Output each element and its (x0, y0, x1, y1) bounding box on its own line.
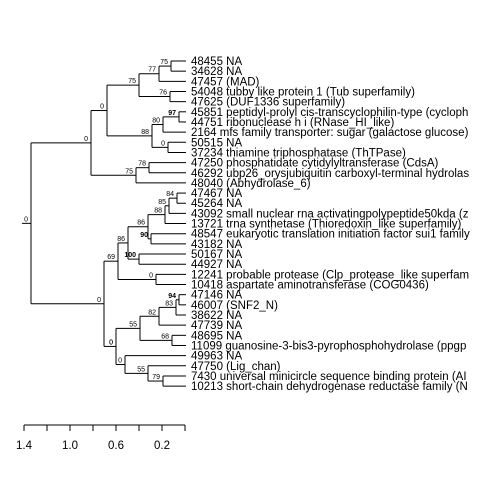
support-value: 69 (107, 254, 115, 261)
support-value: 0 (118, 358, 122, 365)
support-value: 84 (166, 191, 174, 198)
axis-tick-label: 0.6 (108, 440, 124, 452)
leaf-label: 12241 probable protease (Clp_protease_li… (191, 269, 469, 281)
support-value: 75 (125, 168, 133, 175)
support-value: 0 (161, 140, 165, 147)
support-value: 0 (109, 340, 113, 347)
support-value: 77 (148, 67, 156, 74)
support-value: 55 (137, 366, 145, 373)
leaf-label: 45851 peptidyl-prolyl cis-transcyclophil… (191, 107, 468, 119)
leaf-label: 54048 tubby like protein 1 (Tub superfam… (191, 86, 415, 98)
distance-axis: 1.4 1.0 0.6 0.2 (16, 424, 186, 452)
leaf-label: 10213 short-chain dehydrogenase reductas… (191, 381, 468, 393)
leaf-label: 11099 guanosine-3-bis3-pyrophosphohydrol… (191, 340, 466, 352)
leaf-label: 44751 ribonuclease h i (RNase_HI_like) (191, 117, 394, 129)
leaf-label: 50167 NA (191, 249, 242, 261)
support-value: 0 (149, 272, 153, 279)
support-value: 97 (168, 110, 176, 117)
leaf-label: 37234 thiamine triphosphatase (ThTPase) (191, 147, 406, 159)
leaf-label: 44927 NA (191, 259, 242, 271)
leaf-label: 47739 NA (191, 320, 242, 332)
leaf-label: 46292 ubp26_orysjubiquitin carboxyl-term… (191, 168, 469, 180)
leaf-label: 47467 NA (191, 188, 242, 200)
support-value: 0 (100, 104, 104, 111)
support-value: 55 (129, 321, 137, 328)
leaf-label: 49963 NA (191, 351, 242, 363)
support-value: 68 (161, 333, 169, 340)
leaf-label: 46007 (SNF2_N) (191, 300, 278, 312)
support-value: 88 (154, 208, 162, 215)
support-value: 0 (84, 136, 88, 143)
support-value: 79 (152, 374, 160, 381)
support-value: 100 (124, 252, 136, 259)
leaf-label: 43092 small nuclear rna activatingpolype… (191, 208, 469, 220)
leaf-label: 48695 NA (191, 330, 242, 342)
leaf-label: 10418 aspartate aminotransferase (COG043… (191, 280, 429, 292)
support-value: 0 (24, 216, 28, 223)
leaf-label: 34628 NA (191, 66, 242, 78)
leaf-label: 47457 (MAD) (191, 76, 260, 88)
leaf-label: 7430 universal minicircle sequence bindi… (191, 371, 467, 383)
leaf-label: 48040 (Abhydrolase_6) (191, 178, 311, 190)
leaf-label: 38622 NA (191, 310, 242, 322)
support-value: 88 (141, 129, 149, 136)
support-value: 0 (109, 339, 113, 346)
support-value: 86 (117, 236, 125, 243)
support-value: 83 (165, 300, 173, 307)
tree-branches (22, 60, 186, 387)
axis-tick-label: 0.2 (154, 440, 170, 452)
leaf-label: 47750 (Lig_chan) (191, 361, 281, 373)
support-value: 0 (97, 297, 101, 304)
support-value: 90 (140, 232, 148, 239)
leaf-label: 50515 NA (191, 137, 242, 149)
support-value: 86 (137, 220, 145, 227)
support-value: 80 (152, 118, 160, 125)
leaf-label: 47146 NA (191, 290, 242, 302)
leaf-label: 45264 NA (191, 198, 242, 210)
leaf-label: 47625 (DUF1336 superfamily) (191, 97, 345, 109)
support-value: 82 (148, 309, 156, 316)
support-value: 75 (128, 78, 136, 85)
support-value: 78 (138, 161, 146, 168)
leaf-label: 13721 trna synthetase (Thioredoxin_like … (191, 219, 462, 231)
axis-tick-label: 1.4 (16, 440, 33, 452)
support-value: 76 (159, 90, 167, 97)
support-value: 94 (168, 293, 176, 300)
leaf-label: 48455 NA (191, 56, 242, 68)
leaf-label: 2164 mfs family transporter: sugar (gala… (191, 127, 469, 139)
support-value: 75 (160, 59, 168, 66)
axis-tick-label: 1.0 (62, 440, 78, 452)
leaf-label: 47250 phosphatidate cytidylyltransferase… (191, 158, 439, 170)
leaf-label: 48547 eukaryotic translation initiation … (191, 229, 470, 241)
support-value: 85 (158, 199, 166, 206)
leaf-label: 43182 NA (191, 239, 242, 251)
